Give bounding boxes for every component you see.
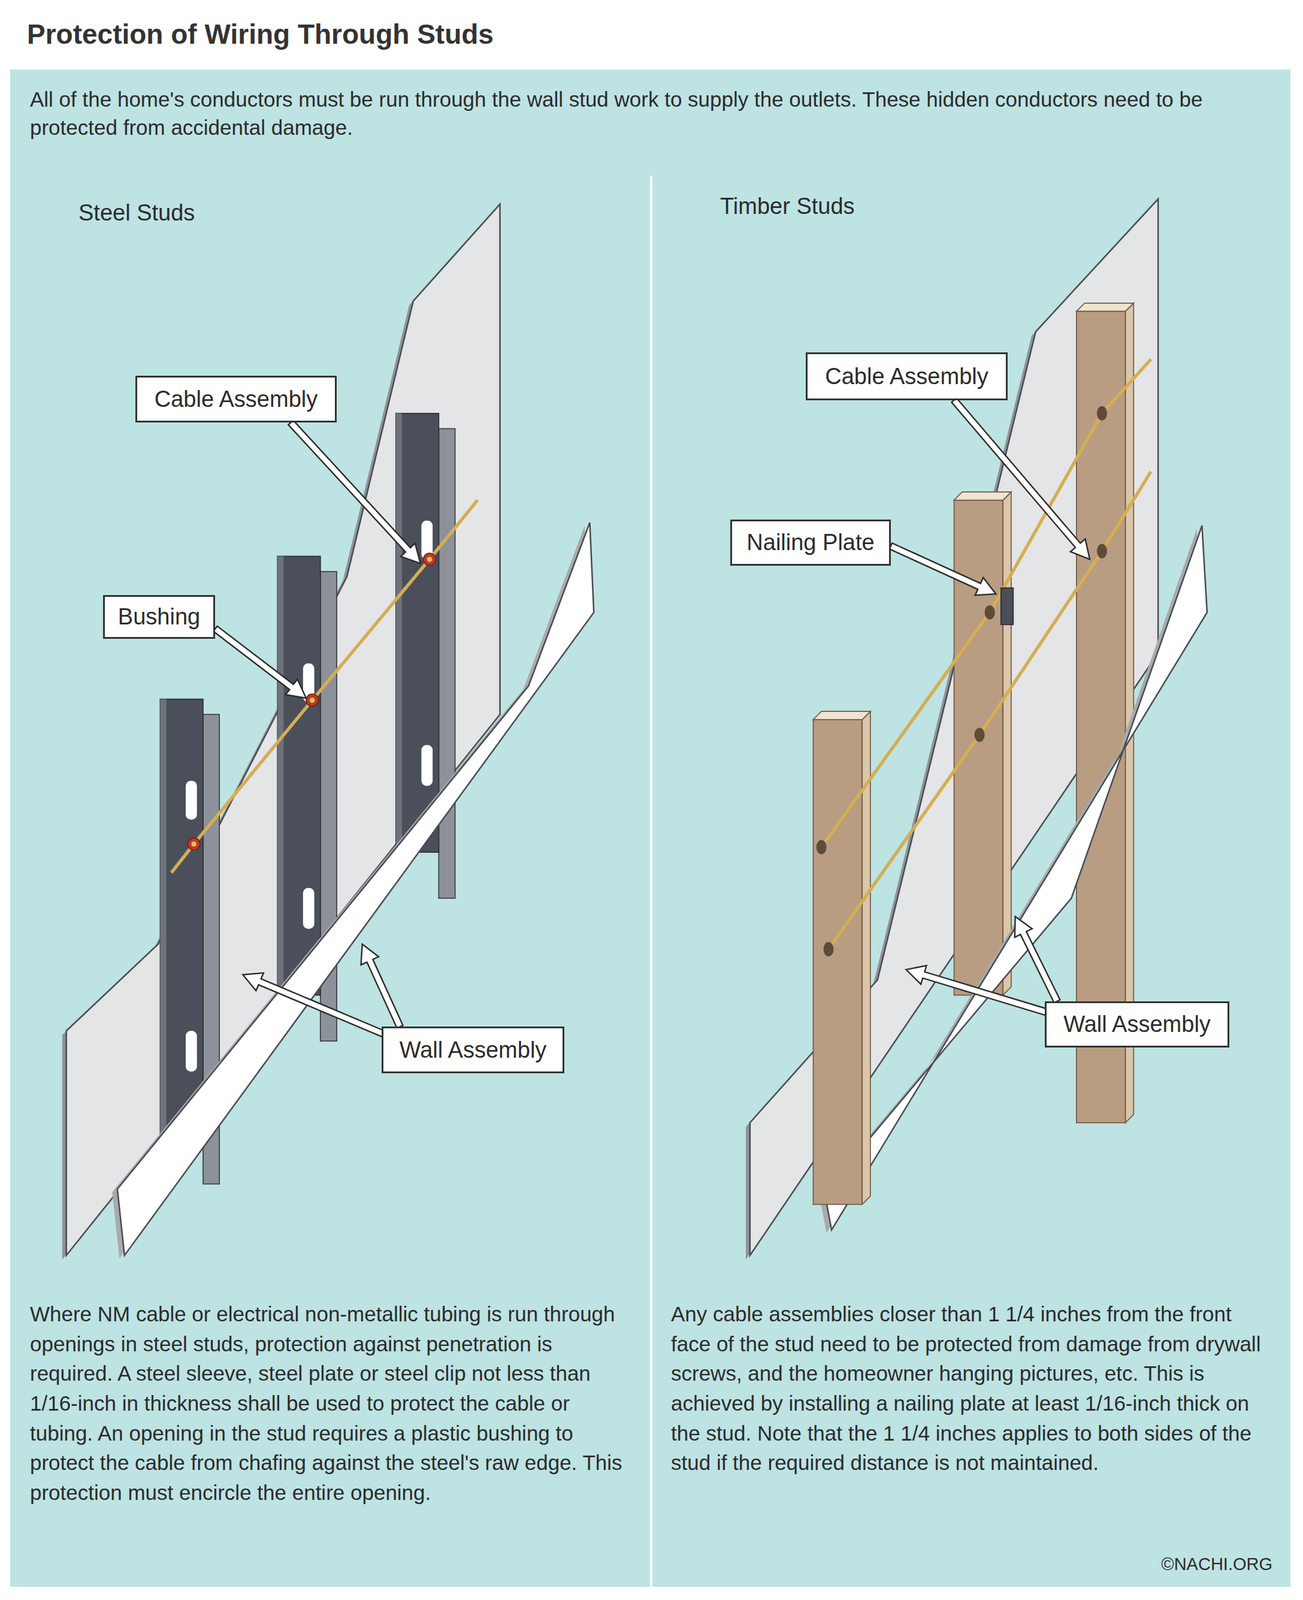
stud-web (159, 699, 204, 1138)
callout-text: Cable Assembly (154, 386, 318, 413)
leader-arrow (1014, 915, 1061, 1003)
hole (974, 727, 985, 742)
callout-text: Nailing Plate (746, 529, 875, 556)
bushing-ring (423, 552, 436, 565)
nailing-plate (1001, 587, 1014, 625)
bushing-core (191, 841, 197, 847)
drilled-hole (816, 406, 1108, 957)
stud-side (1002, 491, 1012, 996)
stud-face (812, 719, 863, 1205)
stud-web (395, 413, 440, 852)
leader-arrow (213, 626, 307, 698)
timber-stud (812, 711, 870, 1205)
timber-wall-back (745, 198, 1159, 1260)
cable-wire (821, 359, 1151, 848)
callout-text: Wall Assembly (1063, 1011, 1211, 1038)
callout-box: Bushing (103, 594, 216, 639)
leader-arrow (905, 965, 1052, 1017)
wall-board (750, 198, 1159, 1256)
leader-group (213, 397, 1090, 1040)
stud-lip (395, 413, 402, 852)
stud-flange (438, 428, 455, 898)
hole (823, 941, 834, 957)
stud-slot (185, 1030, 198, 1072)
timber-stud (1076, 303, 1134, 1123)
leader-arrow (288, 419, 420, 564)
stud-web (277, 555, 321, 995)
hole (1096, 406, 1108, 421)
callout-text: Wall Assembly (399, 1037, 547, 1063)
hole (816, 839, 827, 855)
leader-arrow (361, 943, 404, 1028)
bushing-ring (306, 693, 319, 706)
stud-lip (277, 555, 284, 995)
note-paragraph: Where NM cable or electrical non-metalli… (29, 1298, 636, 1508)
panel-heading: Steel Studs (78, 199, 195, 228)
stud-slot (303, 887, 315, 929)
wall-board (824, 525, 1208, 1230)
steel-wall-back (62, 204, 501, 1260)
callout-text: Bushing (118, 603, 201, 630)
stud-top (812, 711, 870, 720)
callout-text: Cable Assembly (824, 363, 988, 390)
panel-heading: Timber Studs (720, 192, 855, 221)
intro-text: All of the home's conductors must be run… (29, 85, 1271, 142)
callout-box: Cable Assembly (805, 352, 1008, 401)
callout-box: Wall Assembly (1044, 1001, 1230, 1048)
leader-arrow (951, 397, 1090, 559)
wall-board (66, 204, 501, 1256)
hole (1096, 543, 1108, 559)
stud-slot (421, 744, 433, 786)
background-panel (10, 69, 1291, 1587)
callout-box: Wall Assembly (381, 1026, 565, 1073)
drawing-group (62, 198, 1208, 1260)
timber-stud (953, 491, 1011, 996)
bushing-ring (187, 837, 200, 850)
divider-line (650, 175, 653, 1587)
diagram-title: Protection of Wiring Through Studs (26, 17, 494, 51)
note-paragraph: Any cable assemblies closer than 1 1/4 i… (670, 1298, 1277, 1478)
bushing-symbol (187, 552, 436, 851)
callout-box: Cable Assembly (135, 375, 337, 423)
leader-arrow (889, 542, 997, 595)
stud-top (1076, 303, 1134, 312)
cable-wire (171, 500, 478, 873)
stud-slot (185, 780, 198, 820)
leader-arrow (242, 972, 392, 1040)
copyright-mark: ©NACHI.ORG (1032, 1553, 1273, 1575)
hole (984, 605, 996, 620)
stud-lip (159, 699, 166, 1138)
stud-top (953, 491, 1011, 501)
bushing-core (309, 697, 316, 703)
callout-box: Nailing Plate (730, 519, 891, 566)
bushing-core (427, 556, 433, 562)
